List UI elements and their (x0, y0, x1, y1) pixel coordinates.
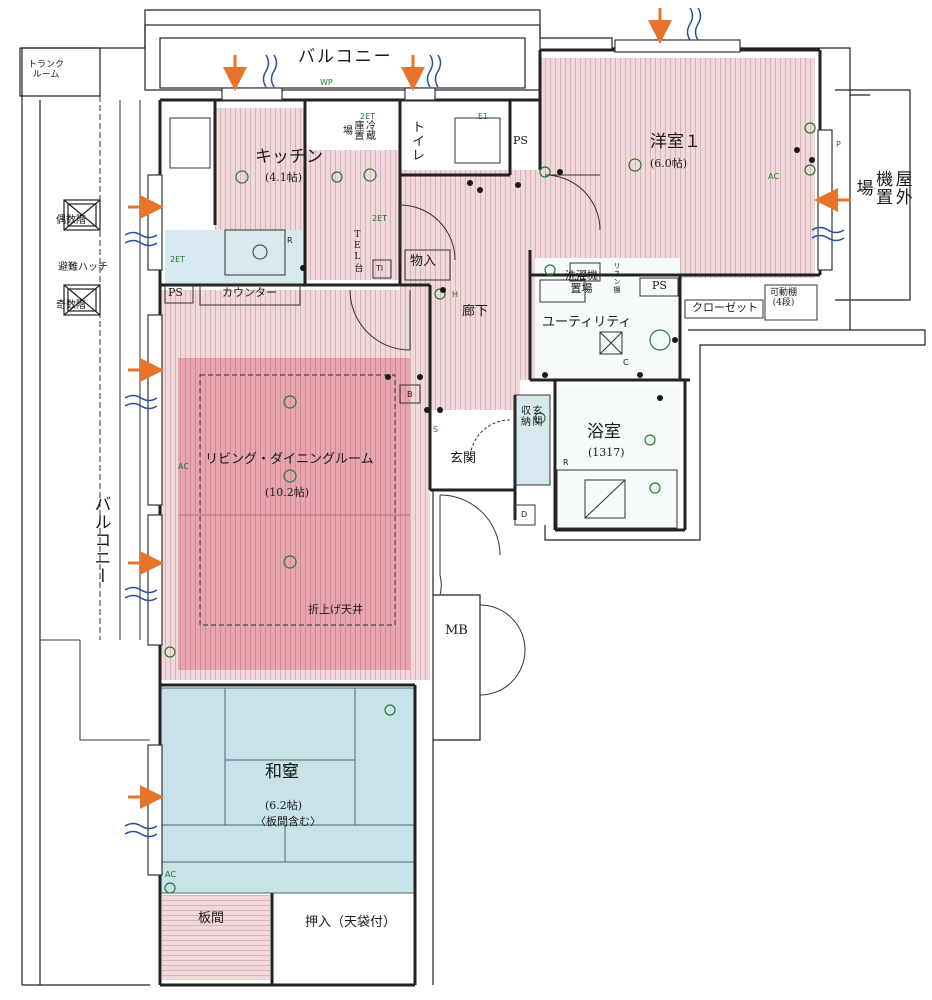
entrance-label: 玄関 (450, 451, 477, 466)
movable-shelf-label: 可動棚 (4段) (770, 288, 798, 309)
washitsu-label: 和室 (265, 762, 299, 782)
c-tag: C (623, 358, 629, 367)
utility-label: ユーティリティ (542, 315, 632, 330)
tatami-lines (160, 687, 415, 894)
balcony-left-label: バルコニー (90, 495, 111, 585)
even-floor-label: 偶数階 (56, 215, 86, 226)
tel-label: TEL台 (352, 230, 363, 273)
p-tag: P (836, 140, 841, 149)
et-tag-kitchen: 2ET (360, 112, 376, 121)
d-tag: D (521, 510, 528, 519)
corridor-label: 廊下 (462, 304, 489, 319)
wp-tag: WP (320, 78, 333, 87)
room-fills (160, 58, 815, 980)
doors (349, 174, 601, 696)
washitsu-size: (6.2帖) (265, 799, 303, 812)
ps-label-right: PS (652, 279, 667, 292)
et-tag-counter: 2ET (170, 255, 186, 264)
ldk-size: (10.2帖) (265, 486, 310, 499)
balcony-top-label: バルコニー (298, 47, 393, 67)
washer-label: 洗濯機 置場 (565, 269, 598, 295)
bath-size: (1317) (588, 446, 625, 459)
fixtures (164, 122, 816, 894)
r-tag-kitchen: R (287, 236, 293, 245)
ps-label-top: PS (513, 134, 528, 147)
escape-hatch (63, 199, 101, 316)
western1-size: (6.0帖) (650, 157, 688, 170)
fridge-label: 冷蔵 庫置 場 (340, 120, 375, 140)
ac-tag-washitsu: AC (165, 870, 176, 879)
wind-marks (124, 7, 845, 838)
entrance-storage-label: 玄関 収納 (518, 405, 542, 427)
linen-label: リネン棚 (613, 262, 622, 294)
et-tag-tel: 2ET (372, 214, 388, 223)
ti-tag: TI (376, 264, 384, 273)
r-tag-bath: R (563, 458, 569, 467)
ceiling-label: 折上げ天井 (308, 603, 363, 616)
ac-tag-western: AC (768, 172, 779, 181)
kitchen-size: (4.1帖) (265, 171, 303, 184)
itama-label: 板間 (198, 911, 225, 926)
counter-label: カウンター (222, 286, 277, 299)
thin-details (164, 117, 818, 529)
mb-label: MB (445, 623, 468, 638)
ps-label-left: PS (168, 286, 183, 299)
e1-tag: E1 (478, 112, 489, 121)
bath-label: 浴室 (587, 422, 621, 442)
ac-tag-ldk: AC (178, 462, 189, 471)
building-outline (19, 9, 926, 986)
washitsu-note: 〈板間含む〉 (255, 815, 321, 828)
western1-label: 洋室１ (650, 132, 701, 152)
oshiire-label: 押入（天袋付） (305, 915, 397, 930)
left-balcony (40, 96, 150, 741)
b-tag: B (407, 390, 413, 399)
outdoor-unit-label: 屋外 機置 場 (852, 170, 912, 206)
ceiling-outline (178, 374, 410, 626)
escape-hatch-label: 避難ハッチ (58, 262, 108, 273)
h-tag: H (452, 290, 459, 299)
trunk-room-label: トランク ルーム (28, 60, 65, 81)
vent-arrows (128, 8, 850, 809)
storage-label: 物入 (410, 254, 437, 269)
kitchen-label: キッチン (255, 147, 323, 167)
toilet-label: トイレ (408, 120, 424, 162)
s-tag: S (433, 425, 439, 434)
odd-floor-label: 奇数階 (56, 300, 86, 311)
fixture-dots (300, 147, 815, 413)
closet-label: クローゼット (692, 301, 758, 314)
ldk-label: リビング・ダイニングルーム (205, 452, 374, 467)
